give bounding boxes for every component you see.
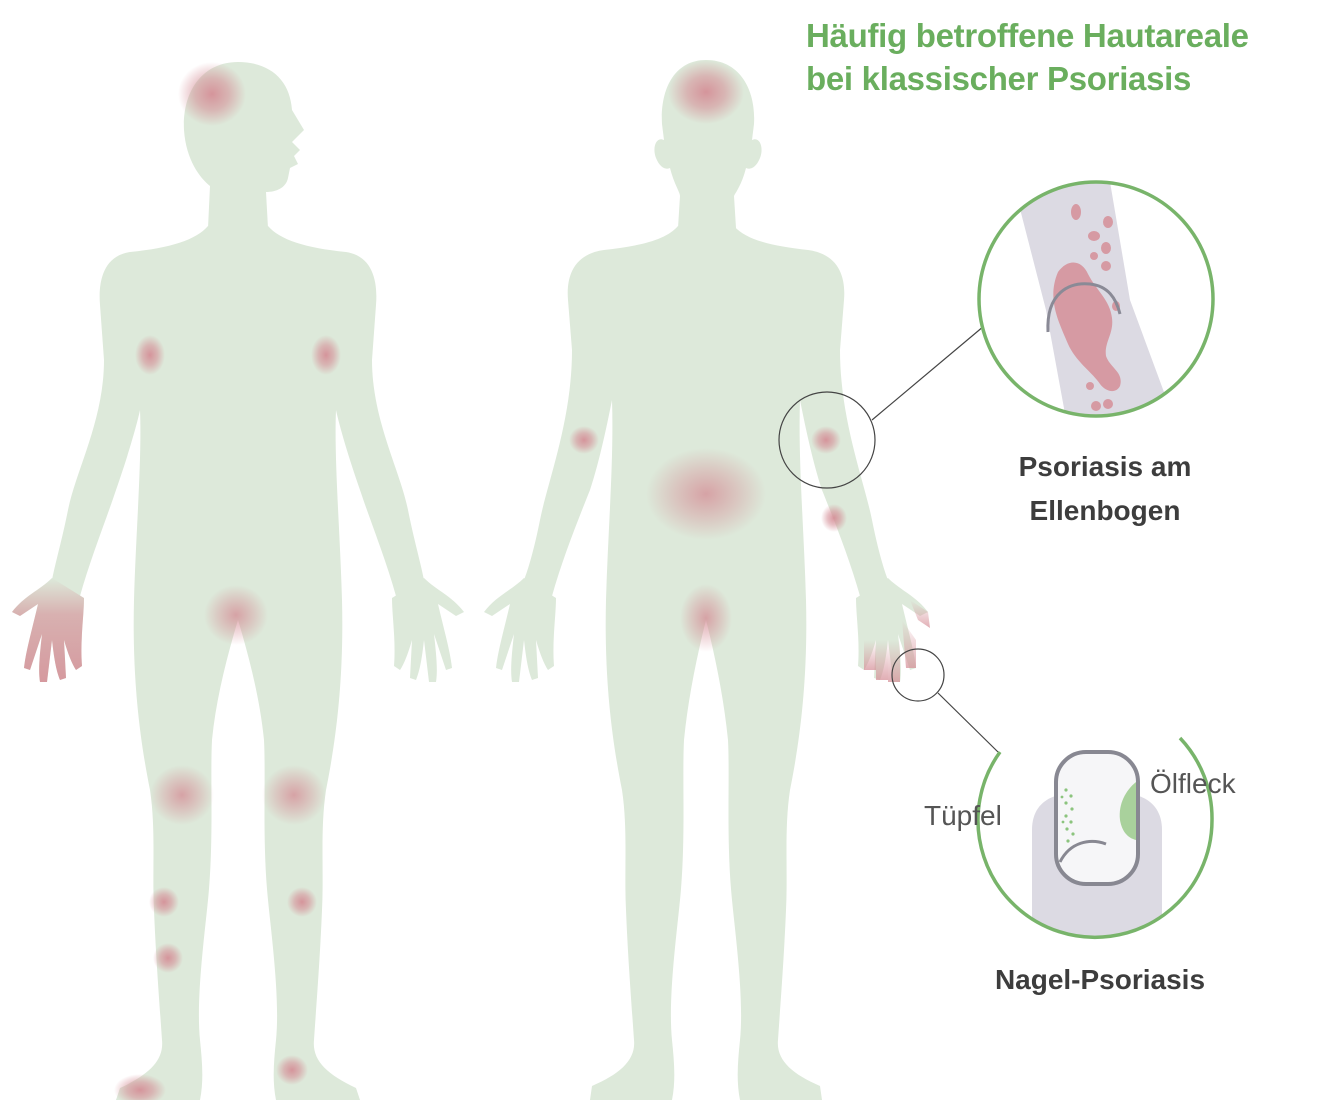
lesion-armpit-right	[311, 335, 341, 375]
title-line-1: Häufig betroffene Hautareale	[806, 14, 1326, 57]
lesion-navel	[646, 448, 766, 540]
elbow-caption: Psoriasis am Ellenbogen	[975, 445, 1235, 533]
nail-caption: Nagel-Psoriasis	[950, 958, 1250, 1002]
lesion-ankle-right	[276, 1055, 308, 1085]
nail-inset	[978, 703, 1213, 950]
figure-left-hand-right	[392, 578, 464, 682]
lesion-shin-left	[149, 887, 179, 917]
pitting-label: Tüpfel	[924, 800, 1002, 832]
lesion-scalp	[178, 62, 246, 126]
diagram-title: Häufig betroffene Hautareale bei klassis…	[806, 14, 1326, 100]
elbow-caption-line-1: Psoriasis am	[975, 445, 1235, 489]
title-line-2: bei klassischer Psoriasis	[806, 57, 1326, 100]
lesion-elbow-right	[811, 426, 841, 454]
figure-left	[12, 62, 464, 1100]
nail-caption-text: Nagel-Psoriasis	[950, 958, 1250, 1002]
figure-right	[484, 60, 928, 1100]
elbow-inset	[979, 170, 1213, 430]
elbow-connector	[872, 326, 984, 420]
lesion-elbow-left	[569, 426, 599, 454]
lesion-forearm-right	[821, 504, 847, 532]
lesion-hand	[12, 578, 84, 682]
lesion-shin-right	[287, 887, 317, 917]
figure-left-torso	[52, 226, 424, 1100]
lesion-scalp-front	[668, 60, 744, 124]
lesion-knee-left	[150, 765, 214, 825]
lesion-knee-right	[262, 765, 326, 825]
nail-connector	[938, 693, 998, 752]
oil-spot-label: Ölfleck	[1150, 768, 1236, 800]
figure-right-torso	[524, 226, 888, 1100]
figure-right-hand-left	[484, 578, 556, 682]
lesion-groin	[204, 585, 268, 645]
lesion-genital	[680, 584, 732, 652]
lesion-calf-left	[153, 943, 183, 973]
lesion-armpit-left	[135, 335, 165, 375]
elbow-caption-line-2: Ellenbogen	[975, 489, 1235, 533]
